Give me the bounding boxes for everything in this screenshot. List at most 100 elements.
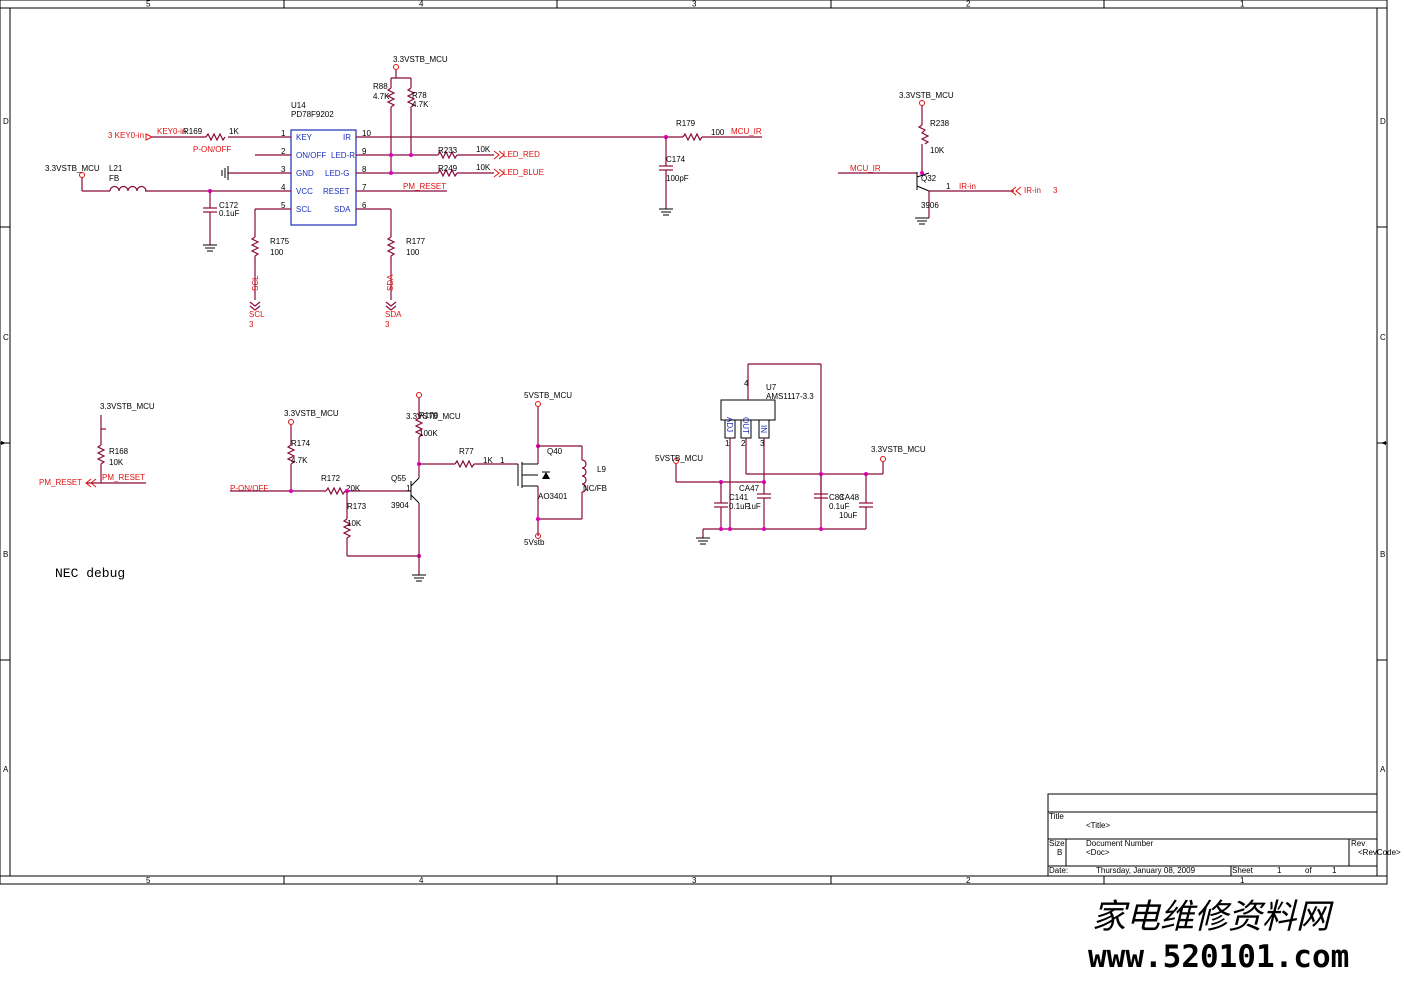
svg-text:3906: 3906 [921,201,939,210]
svg-text:R233: R233 [438,146,458,155]
svg-text:10K: 10K [930,146,945,155]
svg-text:IN: IN [759,425,768,433]
svg-text:C172: C172 [219,201,239,210]
pin-led-g: LED-G [325,169,349,178]
svg-text:IR-in: IR-in [959,182,976,191]
left-center-arrow-icon [1,441,6,445]
zone-left-a: A [3,765,9,774]
led-resistors: R233 10K R249 10K LED_RED LED_BLUE PM_RE… [403,145,544,191]
svg-text:1uF: 1uF [747,502,761,511]
svg-text:R88: R88 [373,82,388,91]
ponoff-label-top: P-ON/OFF [193,145,231,154]
zone-top-5: 5 [146,0,151,9]
ir-buffer-q32: 3.3VSTB_MCU R238 10K MCU_IR Q32 3906 1 I… [838,91,1058,225]
svg-text:U7: U7 [766,383,777,392]
svg-text:MCU_IR: MCU_IR [731,127,762,136]
sheet-value: 1 [1277,866,1282,875]
svg-text:Q32: Q32 [921,174,937,183]
svg-text:10K: 10K [109,458,124,467]
svg-text:20K: 20K [346,484,361,493]
svg-text:3.3VSTB_MCU: 3.3VSTB_MCU [393,55,448,64]
title-label: Title [1049,812,1064,821]
svg-text:3.3VSTB_MCU: 3.3VSTB_MCU [284,409,339,418]
svg-text:3: 3 [249,320,254,329]
svg-text:L9: L9 [597,465,606,474]
svg-text:C83: C83 [829,493,844,502]
pin-num-4: 4 [281,183,286,192]
svg-text:AMS1117-3.3: AMS1117-3.3 [766,392,814,401]
svg-text:R77: R77 [459,447,474,456]
svg-text:R249: R249 [438,164,458,173]
pin-key: KEY [296,133,313,142]
pin-led-r: LED-R [331,151,355,160]
svg-text:1: 1 [406,484,411,493]
svg-text:MCU_IR: MCU_IR [850,164,881,173]
pin-vcc: VCC [296,187,313,196]
size-value: B [1057,848,1062,857]
svg-text:R168: R168 [109,447,129,456]
pin-scl: SCL [296,205,312,214]
key-port-label: 3 KEY0-in [108,131,144,140]
pin-num-7: 7 [362,183,367,192]
pin-num-3: 3 [281,165,286,174]
zone-top-3: 3 [692,0,697,9]
power-switch-q55: 3.3VSTB_MCU R174 4.7K P-ON/OFF R172 20K … [230,392,518,582]
drawing-frame [0,0,1388,885]
zone-left-c: C [3,333,9,342]
svg-text:R177: R177 [406,237,426,246]
zone-right-c: C [1380,333,1386,342]
gnd-symbol-pin3 [221,166,229,180]
svg-text:C141: C141 [729,493,749,502]
zone-bottom-2: 2 [966,876,971,885]
docnum-label: Document Number [1086,839,1153,848]
ir-filter: R179 100 MCU_IR C174 100pF [659,119,762,216]
svg-text:Q40: Q40 [547,447,563,456]
pin-onoff: ON/OFF [296,151,326,160]
svg-text:CA47: CA47 [739,484,760,493]
svg-text:3.3VSTB_MCU: 3.3VSTB_MCU [45,164,100,173]
pin-sda: SDA [334,205,351,214]
zone-top-4: 4 [419,0,424,9]
zone-top-2: 2 [966,0,971,9]
watermark: 家电维修资料网 www.520101.com [1088,897,1349,975]
pin-num-8: 8 [362,165,367,174]
title-block: Title <Title> Size B Document Number <Do… [1047,793,1401,877]
svg-text:R173: R173 [347,502,367,511]
key-net-label: KEY0-in [157,127,186,136]
svg-text:C174: C174 [666,155,686,164]
svg-text:5VSTB_MCU: 5VSTB_MCU [524,391,572,400]
zone-left-b: B [3,550,8,559]
svg-text:3.3VSTB_MCU: 3.3VSTB_MCU [871,445,926,454]
svg-text:R238: R238 [930,119,950,128]
pin-reset: RESET [323,187,350,196]
zone-right-b: B [1380,550,1385,559]
svg-text:1: 1 [725,439,730,448]
svg-text:4.7K: 4.7K [373,92,390,101]
zone-bottom-4: 4 [419,876,424,885]
svg-text:PM_RESET: PM_RESET [39,478,82,487]
of-value: 1 [1332,866,1337,875]
svg-text:4.7K: 4.7K [291,456,308,465]
svg-text:4.7K: 4.7K [412,100,429,109]
svg-text:3: 3 [1053,186,1058,195]
scl-branch: R175 100 SCL SCL 3 [249,209,290,329]
svg-text:1: 1 [500,456,505,465]
date-label: Date: [1049,866,1068,875]
regulator-u7: U7 AMS1117-3.3 4 ADJ OUT IN 1 2 3 3.3VST… [655,363,926,545]
svg-text:100: 100 [711,128,725,137]
zone-bottom-3: 3 [692,876,697,885]
svg-text:3.3VSTB_MCU: 3.3VSTB_MCU [100,402,155,411]
date-value: Thursday, January 08, 2009 [1096,866,1196,875]
size-label: Size [1049,839,1065,848]
svg-text:5VSTB_MCU: 5VSTB_MCU [655,454,703,463]
svg-text:3.3VSTB_MCU: 3.3VSTB_MCU [899,91,954,100]
pin-gnd: GND [296,169,314,178]
pin-num-6: 6 [362,201,367,210]
svg-text:IR-in: IR-in [1024,186,1041,195]
svg-text:SCL: SCL [249,310,265,319]
svg-text:4: 4 [744,379,749,388]
pin-num-9: 9 [362,147,367,156]
vcc-supply-l21: 3.3VSTB_MCU L21 FB C172 0.1uF [45,164,240,252]
svg-text:3.3VSTB_MCU: 3.3VSTB_MCU [406,412,461,421]
